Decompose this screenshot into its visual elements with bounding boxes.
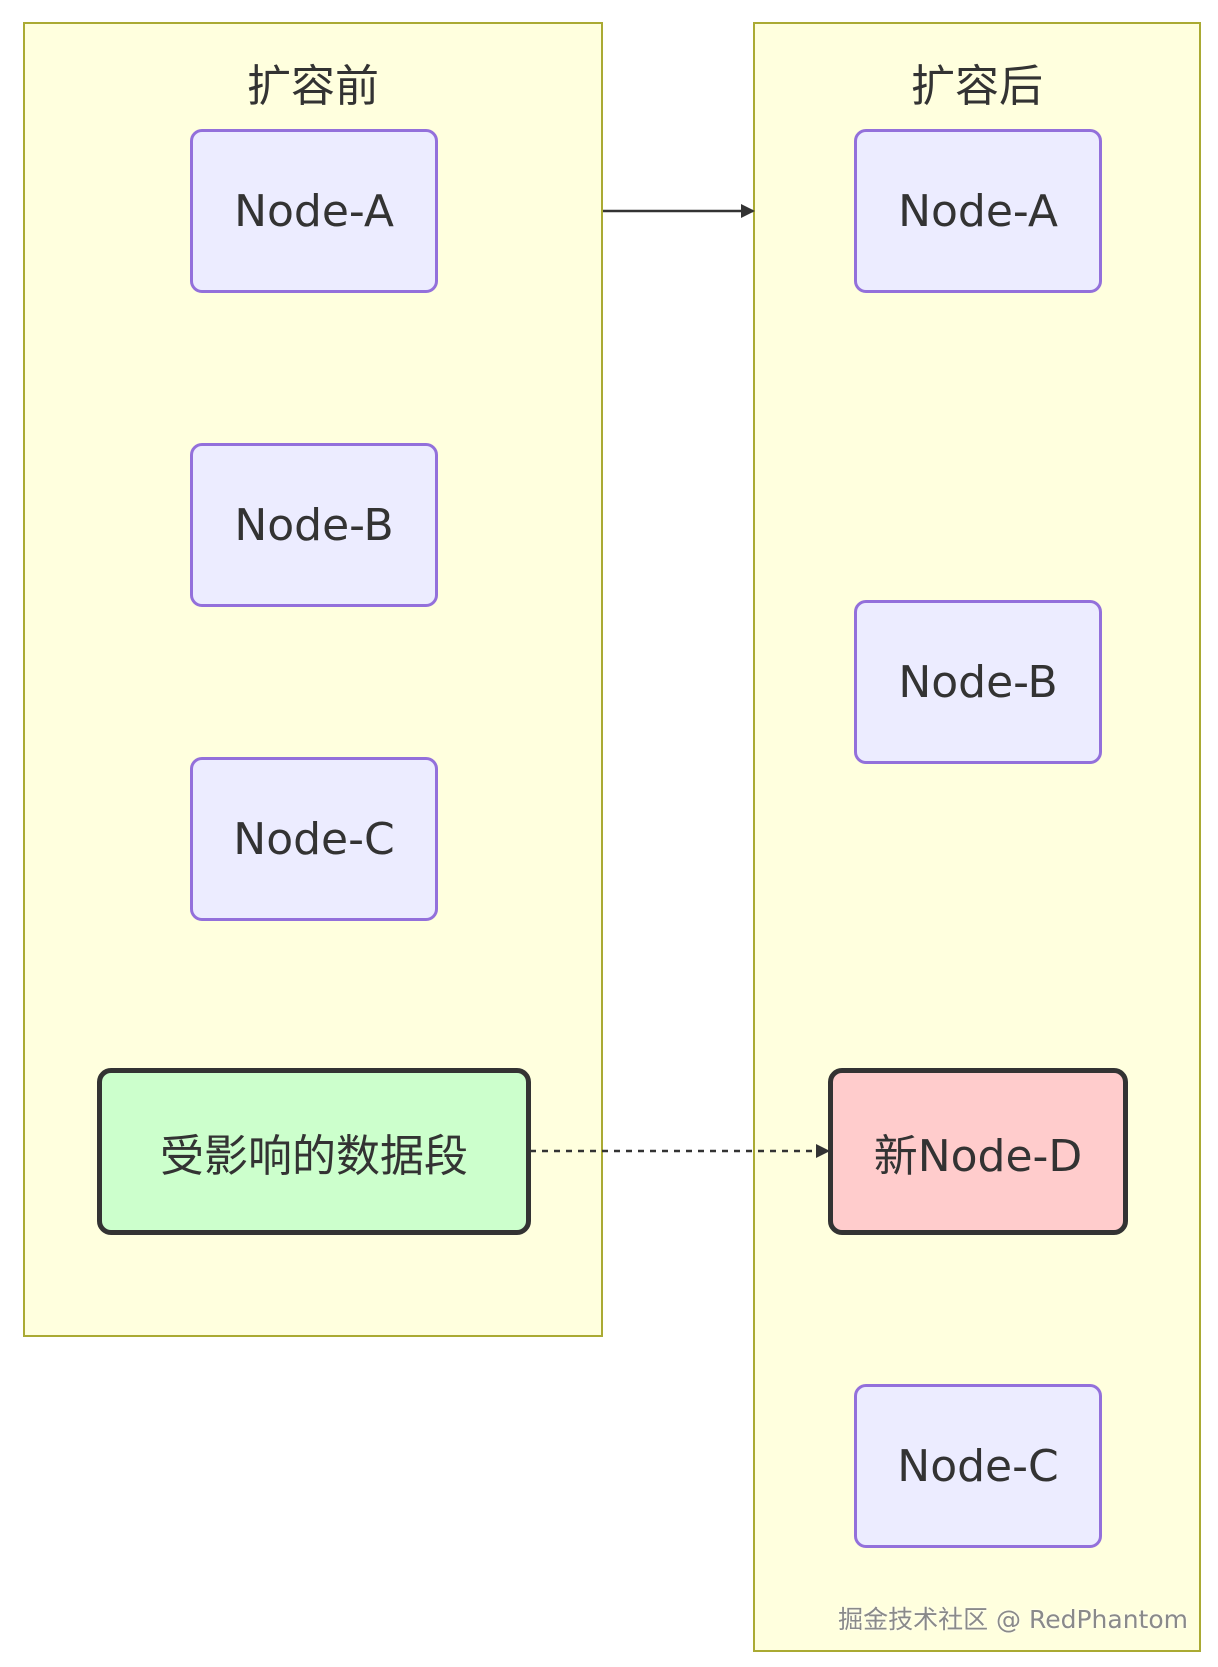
node-after-c[interactable]: Node-C — [854, 1384, 1102, 1548]
node-after-b[interactable]: Node-B — [854, 600, 1102, 764]
watermark: 掘金技术社区 @ RedPhantom — [838, 1605, 1188, 1634]
node-after-new-d[interactable]: 新Node-D — [828, 1068, 1128, 1235]
cluster-after-title: 扩容后 — [911, 61, 1043, 112]
node-affected-segment[interactable]: 受影响的数据段 — [97, 1068, 531, 1235]
node-after-a[interactable]: Node-A — [854, 129, 1102, 293]
node-before-c[interactable]: Node-C — [190, 757, 438, 921]
node-before-b[interactable]: Node-B — [190, 443, 438, 607]
node-before-a[interactable]: Node-A — [190, 129, 438, 293]
cluster-after: 扩容后 — [753, 22, 1201, 1652]
cluster-before-title: 扩容前 — [247, 61, 379, 112]
